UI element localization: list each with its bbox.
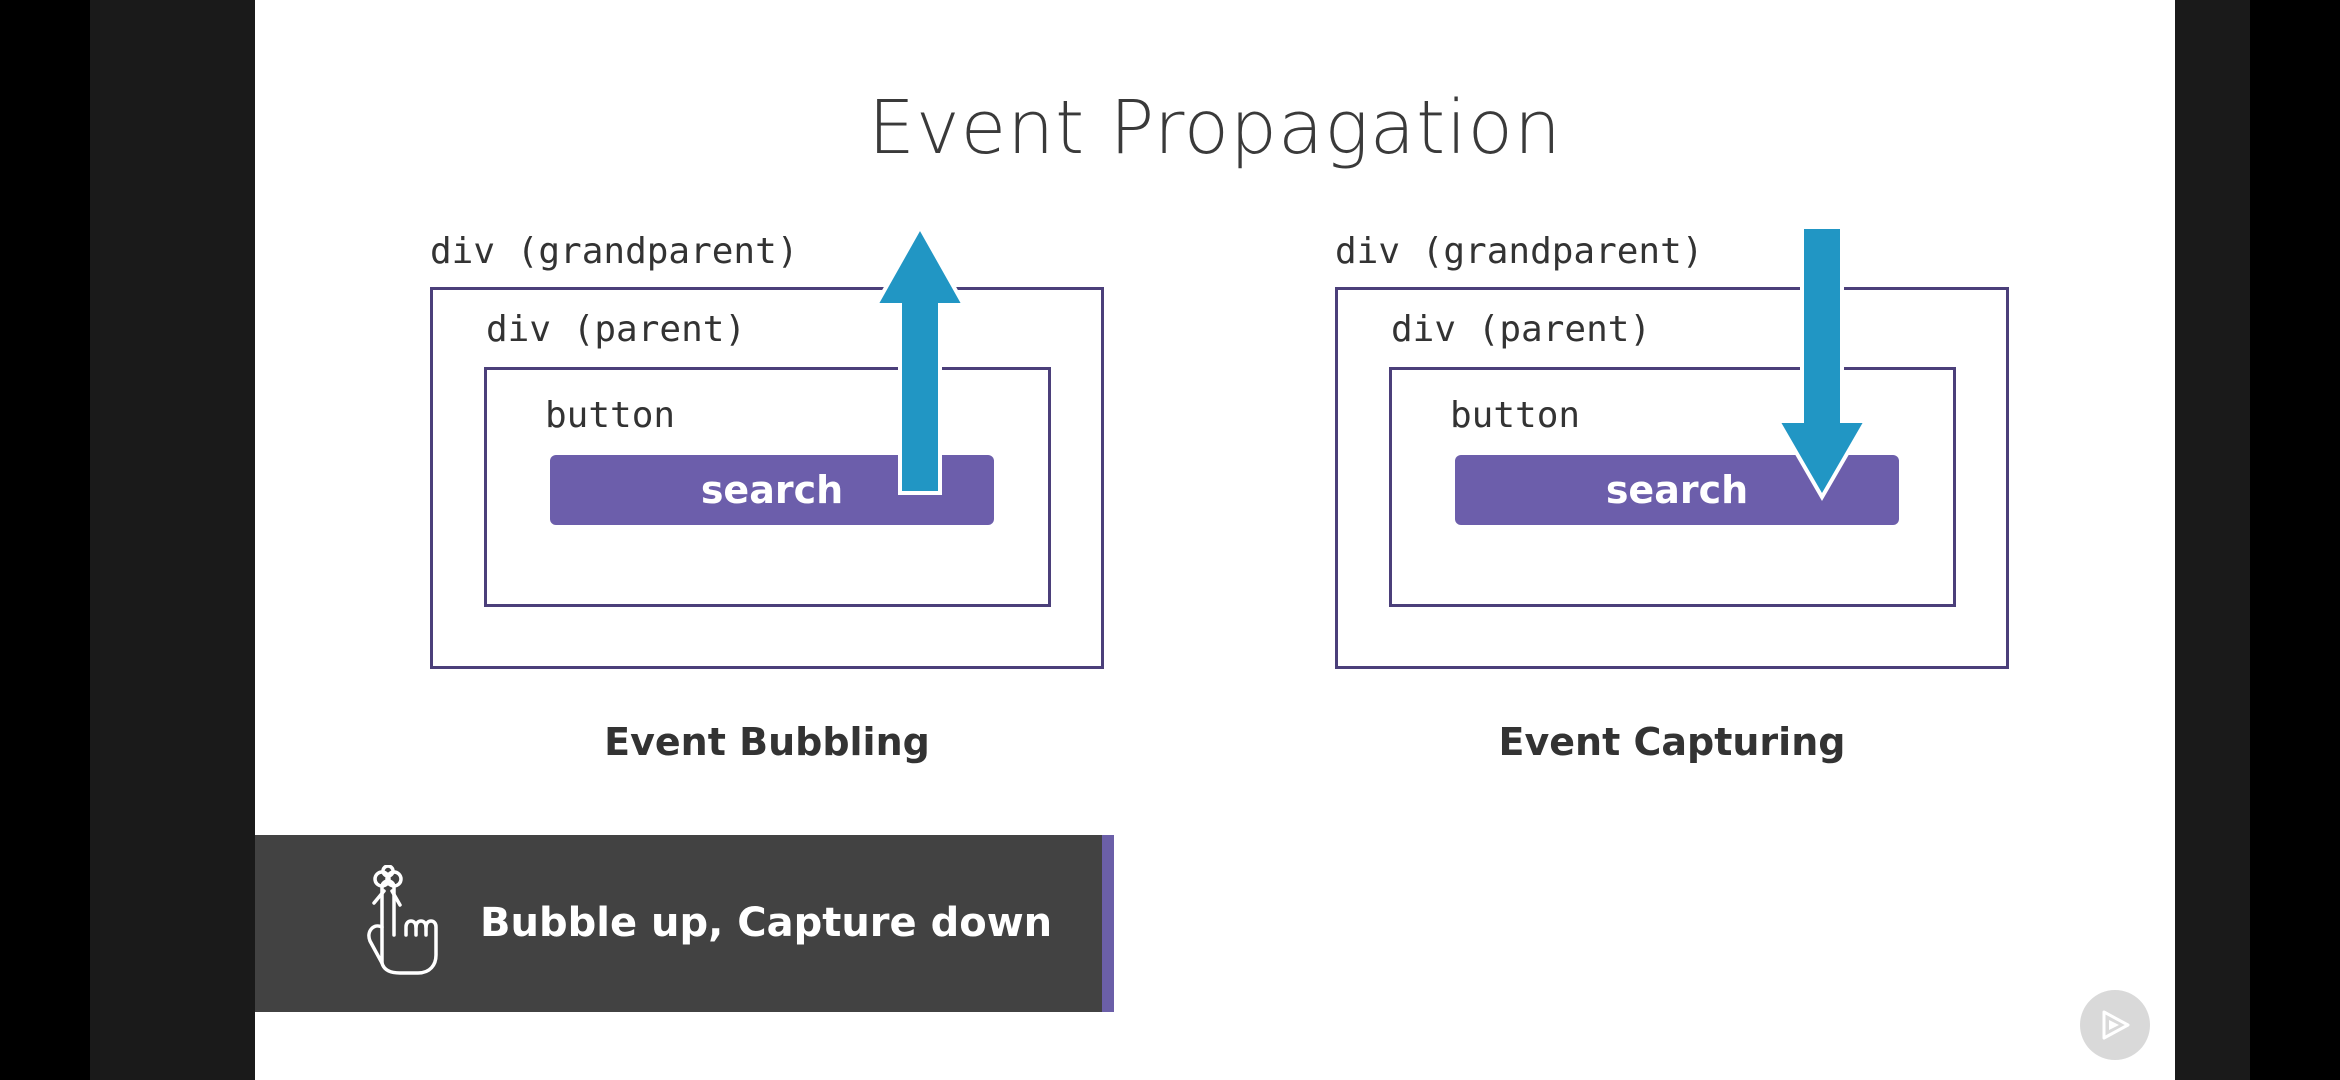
button-label: button bbox=[1450, 395, 1581, 436]
parent-box bbox=[484, 367, 1051, 607]
grandparent-box bbox=[430, 287, 1104, 669]
tip-banner: Bubble up, Capture down bbox=[255, 835, 1114, 1012]
play-icon bbox=[2102, 1010, 2130, 1040]
slide-title: Event Propagation bbox=[868, 85, 1562, 171]
right-letterbox-bar bbox=[2175, 0, 2250, 1080]
left-letterbox-bar bbox=[90, 0, 255, 1080]
arrow-down-icon bbox=[1774, 227, 1870, 501]
slide: Event Propagation div (grandparent) div … bbox=[255, 0, 2175, 1080]
tip-text: Bubble up, Capture down bbox=[480, 900, 1053, 946]
parent-label: div (parent) bbox=[1391, 309, 1652, 350]
button-label: button bbox=[545, 395, 676, 436]
bubbling-diagram: div (grandparent) div (parent) button se… bbox=[430, 225, 1110, 685]
grandparent-label: div (grandparent) bbox=[1335, 231, 1704, 272]
finger-string-reminder-icon bbox=[367, 865, 438, 975]
bubbling-caption: Event Bubbling bbox=[604, 720, 930, 764]
capturing-diagram: div (grandparent) div (parent) button se… bbox=[1335, 225, 2015, 685]
grandparent-label: div (grandparent) bbox=[430, 231, 799, 272]
parent-label: div (parent) bbox=[486, 309, 747, 350]
arrow-up-icon bbox=[872, 225, 968, 495]
parent-box bbox=[1389, 367, 1956, 607]
play-button[interactable] bbox=[2080, 990, 2150, 1060]
grandparent-box bbox=[1335, 287, 2009, 669]
capturing-caption: Event Capturing bbox=[1498, 720, 1846, 764]
